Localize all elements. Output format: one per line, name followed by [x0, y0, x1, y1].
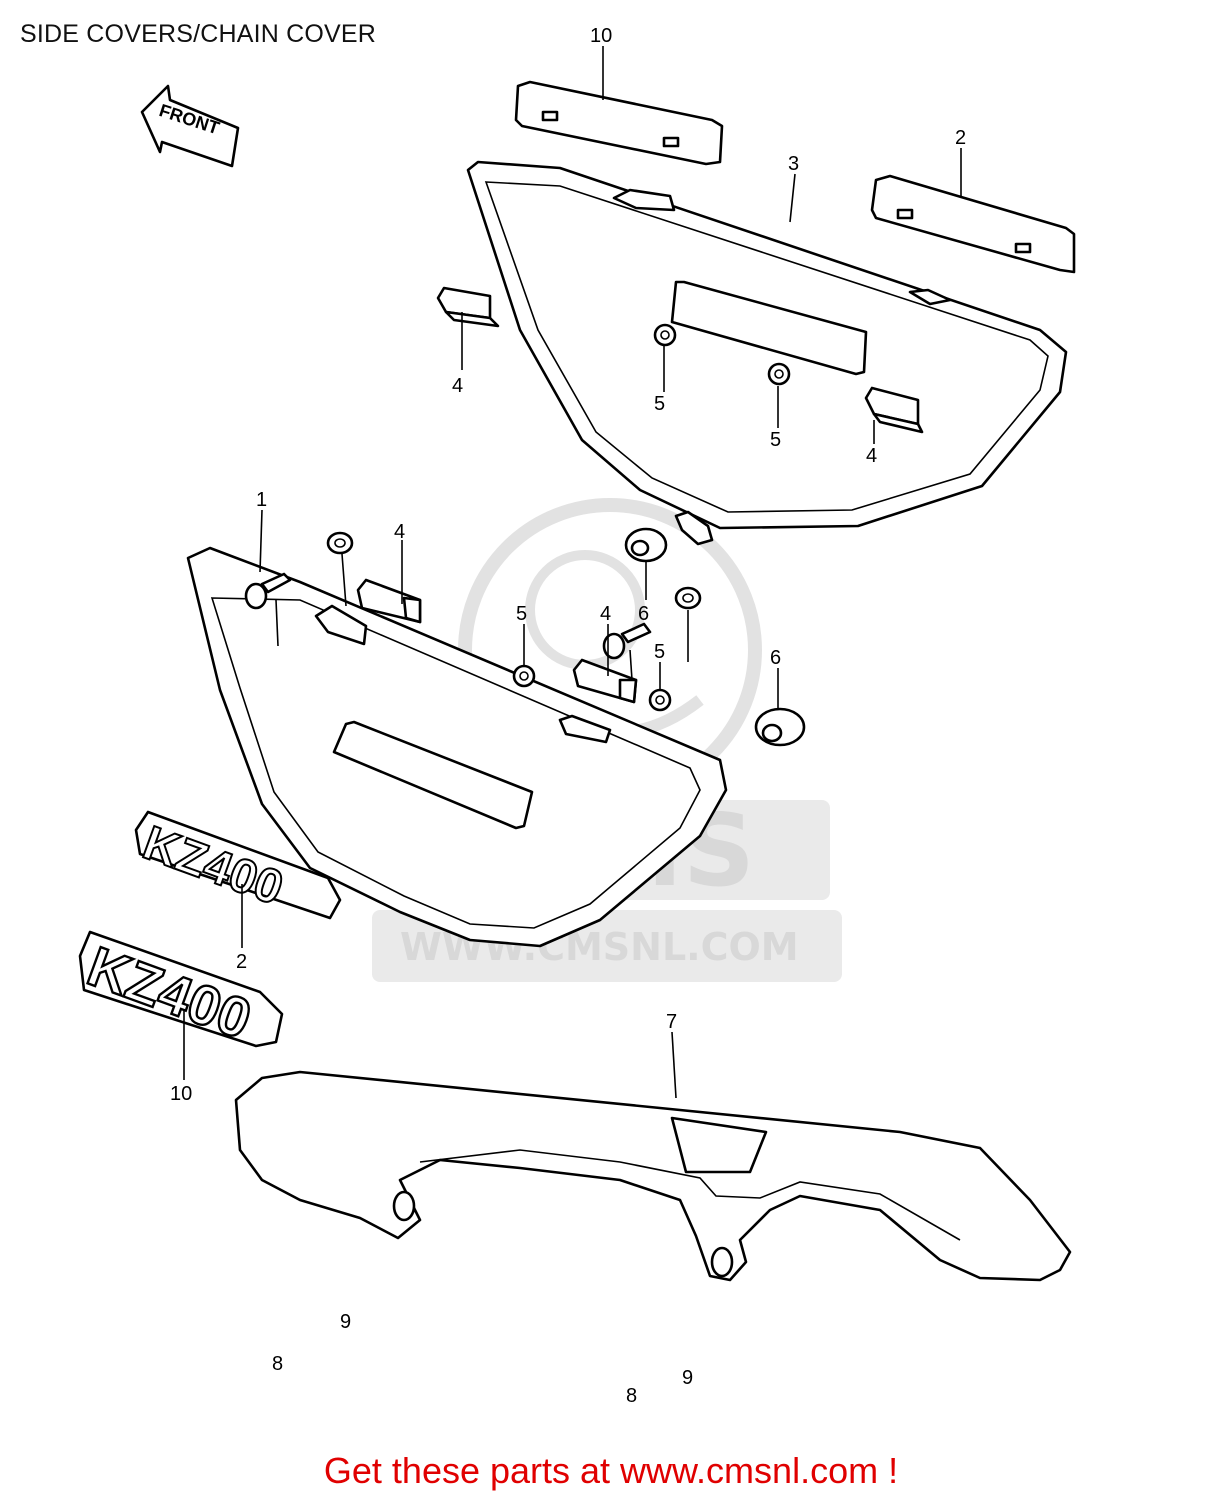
callout-4-c: 4 [394, 521, 405, 543]
part-4-rubber-block-d [572, 658, 638, 704]
part-4-rubber-block-a [436, 286, 500, 328]
emblem-small-text: KZ400 [136, 817, 290, 916]
callout-2-emblem: 2 [236, 951, 247, 973]
part-3-right-side-cover [466, 160, 1068, 546]
callout-8-a: 8 [272, 1353, 283, 1375]
callout-6-b: 6 [770, 647, 781, 669]
callout-10-emblem: 10 [170, 1083, 192, 1105]
part-2-emblem-plate-top [870, 174, 1076, 274]
callout-3: 3 [788, 153, 799, 175]
page-title: SIDE COVERS/CHAIN COVER [20, 20, 377, 48]
callout-10-top: 10 [590, 25, 612, 47]
callout-8-b: 8 [626, 1385, 637, 1407]
part-9-washer-a [326, 531, 354, 555]
callout-4-b: 4 [866, 445, 877, 467]
part-8-bolt-b [602, 622, 652, 660]
part-5-nut-d [648, 688, 672, 712]
part-9-washer-b [674, 586, 702, 610]
callout-2-top: 2 [955, 127, 966, 149]
callout-labels: 10 2 3 4 5 5 4 1 4 6 5 4 5 6 2 10 7 9 8 … [170, 25, 966, 1407]
part-10-emblem-plate-top [514, 80, 724, 166]
emblem-large-text: KZ400 [80, 934, 260, 1051]
front-direction-arrow: FRONT [140, 84, 240, 168]
part-5-nut-a [653, 323, 677, 347]
part-5-nut-b [767, 362, 791, 386]
callout-5-d: 5 [654, 641, 665, 663]
callout-5-a: 5 [654, 393, 665, 415]
callout-4-a: 4 [452, 375, 463, 397]
leader-lines [183, 46, 962, 1099]
callout-9-a: 9 [340, 1311, 351, 1333]
footer-promo-link[interactable]: Get these parts at www.cmsnl.com ! [323, 1450, 899, 1491]
part-4-rubber-block-b [864, 386, 924, 434]
callout-5-b: 5 [770, 429, 781, 451]
part-8-bolt-a [244, 572, 292, 610]
callout-1: 1 [256, 489, 267, 511]
part-6-grommet-b [754, 707, 806, 747]
callout-7: 7 [666, 1011, 677, 1033]
part-10-kz400-emblem: KZ400 [79, 930, 284, 1052]
callout-6-a: 6 [638, 603, 649, 625]
callout-5-c: 5 [516, 603, 527, 625]
part-7-chain-cover [234, 1070, 1072, 1282]
part-1-left-side-cover [186, 546, 728, 948]
part-6-grommet-a [624, 527, 668, 563]
part-5-nut-c [512, 664, 536, 688]
part-4-rubber-block-c [356, 578, 422, 624]
callout-4-d: 4 [600, 603, 611, 625]
callout-9-b: 9 [682, 1367, 693, 1389]
